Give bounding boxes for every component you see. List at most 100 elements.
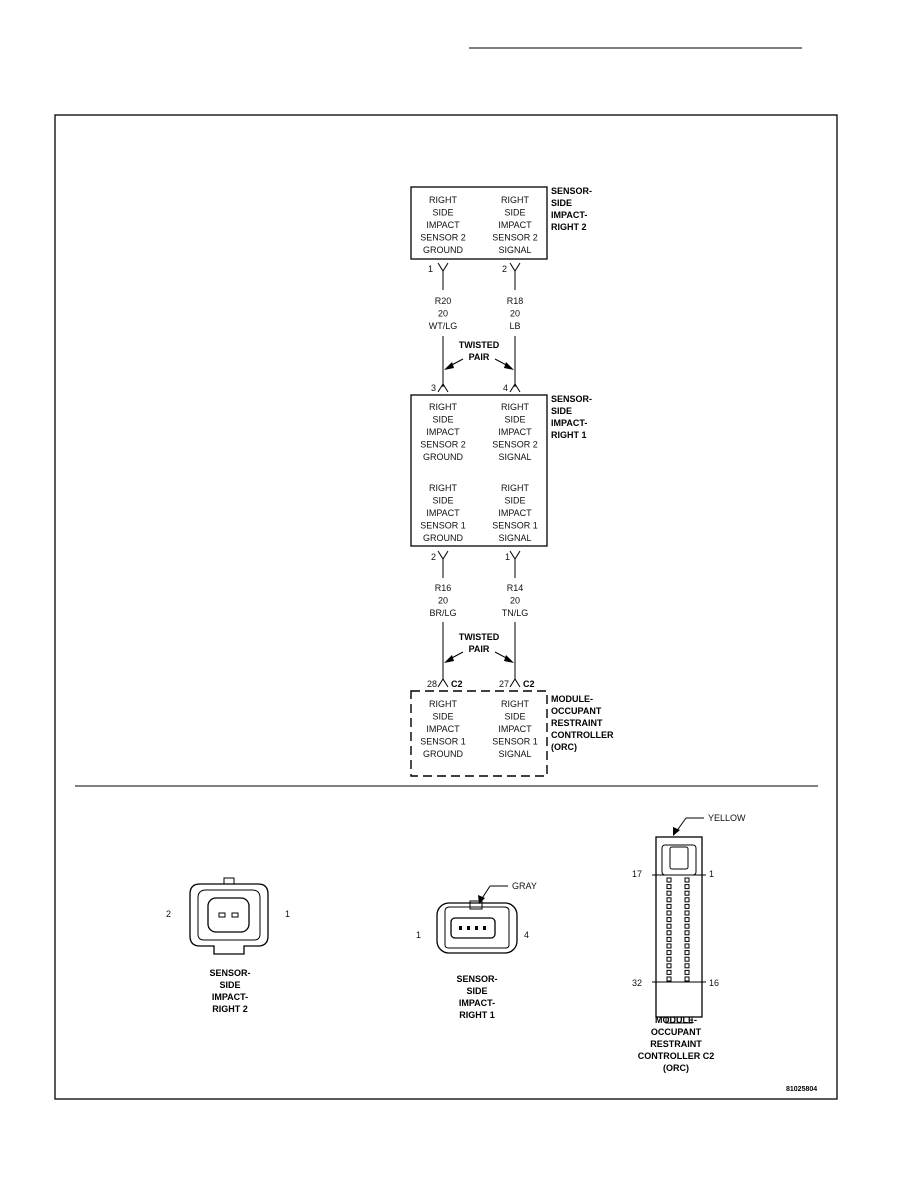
- label-line: CONTROLLER C2: [638, 1051, 715, 1061]
- label-line: RESTRAINT: [650, 1039, 702, 1049]
- terminal-cavity: [684, 956, 690, 962]
- label-line: IMPACT-: [212, 992, 248, 1002]
- label-line: OCCUPANT: [651, 1027, 702, 1037]
- label-line: SENSOR 1: [492, 521, 538, 531]
- label-line: IMPACT: [426, 508, 460, 518]
- label-line: SENSOR 2: [492, 233, 538, 243]
- label-line: OCCUPANT: [551, 706, 602, 716]
- label-line: SENSOR 1: [420, 737, 466, 747]
- label-line: RIGHT: [429, 195, 458, 205]
- terminal-cavity: [684, 923, 690, 929]
- label-line: IMPACT: [498, 220, 532, 230]
- label-line: TWISTED: [459, 340, 500, 350]
- label-line: SIGNAL: [498, 749, 531, 759]
- terminal-cavity: [684, 930, 690, 936]
- twisted-pair-label: TWISTED PAIR: [459, 340, 500, 362]
- connector-terminal-mark: [509, 550, 521, 560]
- pin-number: 2: [502, 264, 507, 274]
- label-line: SIDE: [551, 198, 572, 208]
- connector-terminal-mark: [509, 383, 521, 393]
- label-line: SIGNAL: [498, 245, 531, 255]
- connector-cavity: [207, 897, 250, 933]
- label-line: RIGHT: [429, 402, 458, 412]
- terminal-slot: [483, 926, 486, 930]
- label-line: SIDE: [504, 415, 525, 425]
- connector-tail: [665, 1016, 693, 1024]
- label-line: SENSOR-: [551, 186, 592, 196]
- label-line: R14: [507, 583, 524, 593]
- label-line: SIDE: [504, 712, 525, 722]
- label-line: SENSOR-: [456, 974, 497, 984]
- connector-cavity: [450, 917, 496, 939]
- label-line: RIGHT: [501, 195, 530, 205]
- pin-number: 1: [709, 869, 714, 879]
- label-line: RIGHT: [429, 699, 458, 709]
- label-line: SENSOR 1: [492, 737, 538, 747]
- pin-number: 2: [166, 909, 171, 919]
- label-line: RIGHT 2: [212, 1004, 248, 1014]
- label-line: SIGNAL: [498, 533, 531, 543]
- connector-id: C2: [451, 679, 463, 689]
- terminal-cavity: [684, 903, 690, 909]
- label-line: BR/LG: [429, 608, 456, 618]
- terminal-cavity: [666, 956, 672, 962]
- label-line: RIGHT: [501, 402, 530, 412]
- label-line: SIGNAL: [498, 452, 531, 462]
- terminal-cavity: [666, 969, 672, 975]
- label-line: WT/LG: [429, 321, 458, 331]
- connector-terminal-mark: [437, 550, 449, 560]
- label-line: IMPACT-: [551, 418, 587, 428]
- arrow-head: [444, 362, 454, 370]
- sensor-right1-box: [410, 394, 548, 547]
- pin-number: 2: [431, 552, 436, 562]
- label-line: IMPACT: [426, 724, 460, 734]
- label-line: SIDE: [432, 208, 453, 218]
- connector-lock-tab: [669, 846, 689, 870]
- label-line: PAIR: [469, 352, 490, 362]
- label-line: GROUND: [423, 245, 463, 255]
- label-line: TWISTED: [459, 632, 500, 642]
- terminal-slot: [218, 912, 226, 918]
- diagram-frame: [54, 114, 838, 1100]
- pin-number: 1: [285, 909, 290, 919]
- terminal-cavity: [684, 976, 690, 982]
- label-line: SIDE: [551, 406, 572, 416]
- label-line: PAIR: [469, 644, 490, 654]
- connector-terminal-mark: [509, 262, 521, 272]
- label-line: LB: [509, 321, 520, 331]
- connector-latch: [661, 844, 697, 876]
- label-line: R18: [507, 296, 524, 306]
- pin-number: 27: [499, 679, 509, 689]
- terminal-cavity: [684, 936, 690, 942]
- terminal-cavity: [684, 897, 690, 903]
- label-line: GROUND: [423, 749, 463, 759]
- terminal-cavity: [666, 897, 672, 903]
- label-line: SENSOR 1: [420, 521, 466, 531]
- label-line: TN/LG: [502, 608, 529, 618]
- terminal-cavity: [684, 969, 690, 975]
- label-line: 20: [438, 309, 448, 319]
- twisted-pair-label: TWISTED PAIR: [459, 632, 500, 654]
- terminal-cavity: [666, 936, 672, 942]
- label-line: SIDE: [432, 496, 453, 506]
- label-line: SENSOR-: [209, 968, 250, 978]
- label-line: SIDE: [432, 712, 453, 722]
- pin-number: 32: [632, 978, 642, 988]
- terminal-slot: [475, 926, 478, 930]
- orc-module-box: [410, 690, 548, 777]
- pin-number: 4: [503, 383, 508, 393]
- figure-id: 81025804: [786, 1086, 817, 1093]
- pin-number: 16: [709, 978, 719, 988]
- label-line: 20: [510, 596, 520, 606]
- connector-housing: [189, 883, 269, 955]
- label-line: MODULE-: [655, 1015, 697, 1025]
